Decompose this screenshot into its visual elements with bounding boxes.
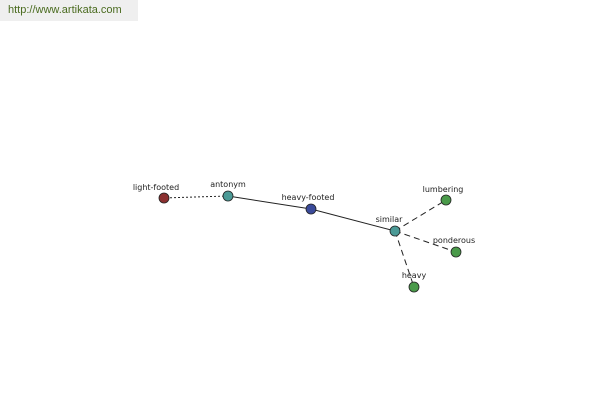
edge-similar-ponderous [394,230,457,253]
node-label-heavy[interactable]: heavy [402,271,427,280]
node-dot-similar[interactable] [389,225,401,237]
node-label-antonym[interactable]: antonym [210,180,246,189]
node-label-lumbering[interactable]: lumbering [423,185,464,194]
edge-antonym-light-footed [163,195,229,199]
node-lumbering[interactable]: lumbering [423,185,464,206]
graph-nodes: heavy-footed antonym light-footed similar lu… [133,180,475,293]
node-label-ponderous[interactable]: ponderous [433,236,475,245]
node-dot-light-footed[interactable] [158,192,170,204]
edge-similar-lumbering [394,199,447,232]
site-url-link[interactable]: http://www.artikata.com [8,4,122,16]
node-similar[interactable]: similar [376,215,404,237]
node-light-footed[interactable]: light-footed [133,183,179,204]
node-heavy-footed[interactable]: heavy-footed [282,193,335,215]
node-ponderous[interactable]: ponderous [433,236,475,258]
node-dot-antonym[interactable] [222,190,234,202]
edge-heavy-footed-similar [310,208,396,232]
graph-edges [163,195,457,288]
node-dot-heavy[interactable] [408,281,420,293]
node-label-similar[interactable]: similar [376,215,404,224]
url-banner: http://www.artikata.com [0,0,138,21]
edge-heavy-footed-antonym [227,195,312,210]
node-label-heavy-footed[interactable]: heavy-footed [282,193,335,202]
node-label-light-footed[interactable]: light-footed [133,183,179,192]
node-dot-heavy-footed[interactable] [305,203,317,215]
node-heavy[interactable]: heavy [402,271,427,293]
node-dot-ponderous[interactable] [450,246,462,258]
node-antonym[interactable]: antonym [210,180,246,202]
node-dot-lumbering[interactable] [440,194,452,206]
